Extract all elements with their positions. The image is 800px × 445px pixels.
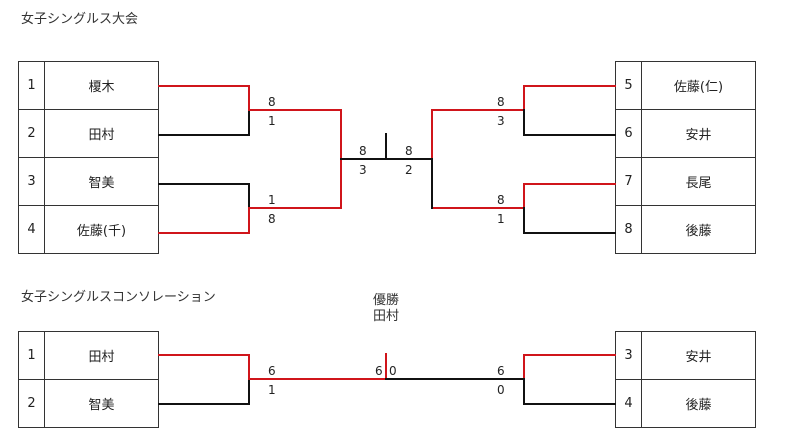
player-name: 智美 xyxy=(44,157,159,206)
seed-number: 4 xyxy=(18,205,45,254)
score-match1-top: 8 xyxy=(268,95,276,109)
main-right-player-table: 5 佐藤(仁) 6 安井 7 長尾 8 後藤 xyxy=(615,61,756,254)
score-semi-left-top: 8 xyxy=(359,144,367,158)
score-match4-top: 8 xyxy=(497,193,505,207)
score-match3-bottom: 3 xyxy=(497,114,505,128)
score-match2-bottom: 8 xyxy=(268,212,276,226)
winner-line xyxy=(158,354,250,380)
score-match1-bottom: 1 xyxy=(268,114,276,128)
consolation-score-right-bottom: 0 xyxy=(497,383,505,397)
seed-number: 6 xyxy=(615,109,642,158)
champion-block: 優勝 田村 xyxy=(360,293,412,325)
winner-line xyxy=(523,85,616,111)
main-title: 女子シングルス大会 xyxy=(21,12,139,27)
champion-label: 優勝 xyxy=(372,293,399,308)
consolation-score-left-top: 6 xyxy=(268,364,276,378)
loser-line xyxy=(523,109,616,136)
player-row: 1 榎木 xyxy=(18,61,159,110)
main-left-player-table: 1 榎木 2 田村 3 智美 4 佐藤(千) xyxy=(18,61,159,254)
player-name: 佐藤(仁) xyxy=(641,61,756,110)
consolation-title: 女子シングルスコンソレーション xyxy=(21,290,216,305)
winner-line xyxy=(523,354,616,380)
score-match2-top: 1 xyxy=(268,193,276,207)
loser-line xyxy=(523,378,616,405)
score-semi-left-bottom: 3 xyxy=(359,163,367,177)
consolation-score-left-bottom: 1 xyxy=(268,383,276,397)
player-name: 後藤 xyxy=(641,205,756,254)
score-semi-right-top: 8 xyxy=(405,144,413,158)
loser-line xyxy=(523,207,616,234)
seed-number: 1 xyxy=(18,331,45,380)
loser-line xyxy=(158,109,250,136)
loser-line xyxy=(158,183,250,209)
winner-line xyxy=(158,85,250,111)
player-row: 4 佐藤(千) xyxy=(18,205,159,254)
player-row: 7 長尾 xyxy=(615,157,756,206)
score-match3-top: 8 xyxy=(497,95,505,109)
player-name: 後藤 xyxy=(641,379,756,428)
player-row: 4 後藤 xyxy=(615,379,756,428)
winner-line xyxy=(523,183,616,209)
consolation-left-player-table: 1 田村 2 智美 xyxy=(18,331,159,428)
player-row: 5 佐藤(仁) xyxy=(615,61,756,110)
player-name: 安井 xyxy=(641,331,756,380)
player-row: 8 後藤 xyxy=(615,205,756,254)
player-row: 2 田村 xyxy=(18,109,159,158)
winner-line xyxy=(248,158,342,209)
player-name: 田村 xyxy=(44,109,159,158)
consolation-score-final-left: 6 xyxy=(375,364,383,378)
consolation-right-player-table: 3 安井 4 後藤 xyxy=(615,331,756,428)
winner-line xyxy=(158,207,250,234)
seed-number: 3 xyxy=(18,157,45,206)
player-row: 3 安井 xyxy=(615,331,756,380)
loser-line xyxy=(158,378,250,405)
consolation-score-final-right: 0 xyxy=(389,364,397,378)
player-row: 2 智美 xyxy=(18,379,159,428)
winner-line xyxy=(248,109,342,160)
player-row: 1 田村 xyxy=(18,331,159,380)
player-name: 智美 xyxy=(44,379,159,428)
player-row: 3 智美 xyxy=(18,157,159,206)
champion-name: 田村 xyxy=(372,309,399,324)
consolation-score-right-top: 6 xyxy=(497,364,505,378)
player-name: 榎木 xyxy=(44,61,159,110)
score-semi-right-bottom: 2 xyxy=(405,163,413,177)
player-name: 佐藤(千) xyxy=(44,205,159,254)
score-match4-bottom: 1 xyxy=(497,212,505,226)
seed-number: 4 xyxy=(615,379,642,428)
